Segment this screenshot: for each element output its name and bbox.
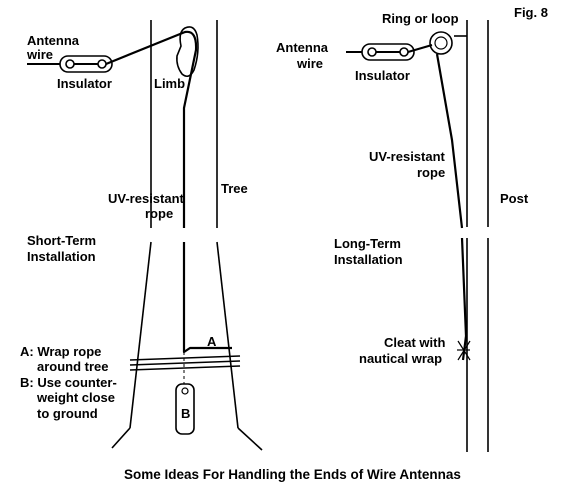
note-a-line-2: around tree bbox=[37, 359, 109, 374]
insulator-left bbox=[59, 55, 113, 73]
rope-label-right-1: UV-resistant bbox=[369, 149, 446, 164]
note-b-line-1: B: Use counter- bbox=[20, 375, 117, 390]
cleat-label-1: Cleat with bbox=[384, 335, 445, 350]
long-term-label-2: Installation bbox=[334, 252, 403, 267]
rope-right-upper bbox=[435, 53, 464, 229]
antenna-wire-label-right-1: Antenna bbox=[276, 40, 329, 55]
limb-drawing bbox=[176, 26, 199, 78]
ring-label: Ring or loop bbox=[382, 11, 459, 26]
wrap-band-1 bbox=[129, 355, 241, 361]
insulator-hole-right-b bbox=[399, 47, 409, 57]
limb-label: Limb bbox=[154, 76, 185, 91]
rope-label-left-2: rope bbox=[145, 206, 173, 221]
tree-label: Tree bbox=[221, 181, 248, 196]
insulator-hole-left-a bbox=[65, 59, 75, 69]
ring-outer bbox=[429, 31, 453, 55]
figure-caption: Some Ideas For Handling the Ends of Wire… bbox=[124, 467, 461, 482]
post-label: Post bbox=[500, 191, 529, 206]
tree-root-left bbox=[111, 427, 131, 449]
fig-label: Fig. 8 bbox=[514, 5, 548, 20]
insulator-label-left: Insulator bbox=[57, 76, 112, 91]
counterweight-eye bbox=[181, 387, 189, 395]
antenna-wire-label-left-2: wire bbox=[26, 47, 53, 62]
wrap-band-2 bbox=[129, 360, 241, 366]
rope-wrap bbox=[129, 352, 241, 384]
counterweight-body bbox=[175, 383, 195, 435]
right-antenna bbox=[346, 31, 468, 361]
cleat bbox=[457, 340, 471, 361]
counterweight bbox=[175, 383, 195, 435]
cleat-label-2: nautical wrap bbox=[359, 351, 442, 366]
antenna-wire-label-left-1: Antenna bbox=[27, 33, 80, 48]
long-term-label-1: Long-Term bbox=[334, 236, 401, 251]
marker-a-label: A bbox=[207, 334, 217, 349]
note-a-line-1: A: Wrap rope bbox=[20, 344, 101, 359]
wire-to-ring bbox=[407, 44, 433, 53]
insulator-right bbox=[361, 43, 415, 61]
insulator-label-right: Insulator bbox=[355, 68, 410, 83]
rope-label-right-2: rope bbox=[417, 165, 445, 180]
note-b-line-3: to ground bbox=[37, 406, 98, 421]
marker-b-label: B bbox=[181, 406, 190, 421]
antenna-wire-label-right-2: wire bbox=[296, 56, 323, 71]
short-term-label-2: Installation bbox=[27, 249, 96, 264]
insulator-hole-right-a bbox=[367, 47, 377, 57]
left-antenna bbox=[27, 30, 232, 354]
limb-shape bbox=[176, 26, 199, 78]
wrap-band-3 bbox=[129, 365, 241, 371]
tree-base-left-edge bbox=[129, 241, 152, 429]
rope-left-upper bbox=[105, 30, 198, 228]
short-term-label-1: Short-Term bbox=[27, 233, 96, 248]
tree-root-right bbox=[237, 427, 263, 451]
rope-right-lower bbox=[460, 237, 468, 361]
rope-label-left-1: UV-resistant bbox=[108, 191, 185, 206]
insulator-hole-left-b bbox=[97, 59, 107, 69]
tree-drawing bbox=[111, 20, 263, 451]
rope-left-lower bbox=[182, 242, 232, 354]
post-drawing bbox=[454, 20, 489, 452]
note-b-line-2: weight close bbox=[36, 390, 115, 405]
ring-inner bbox=[434, 36, 448, 50]
tree-base-right-edge bbox=[216, 241, 239, 429]
